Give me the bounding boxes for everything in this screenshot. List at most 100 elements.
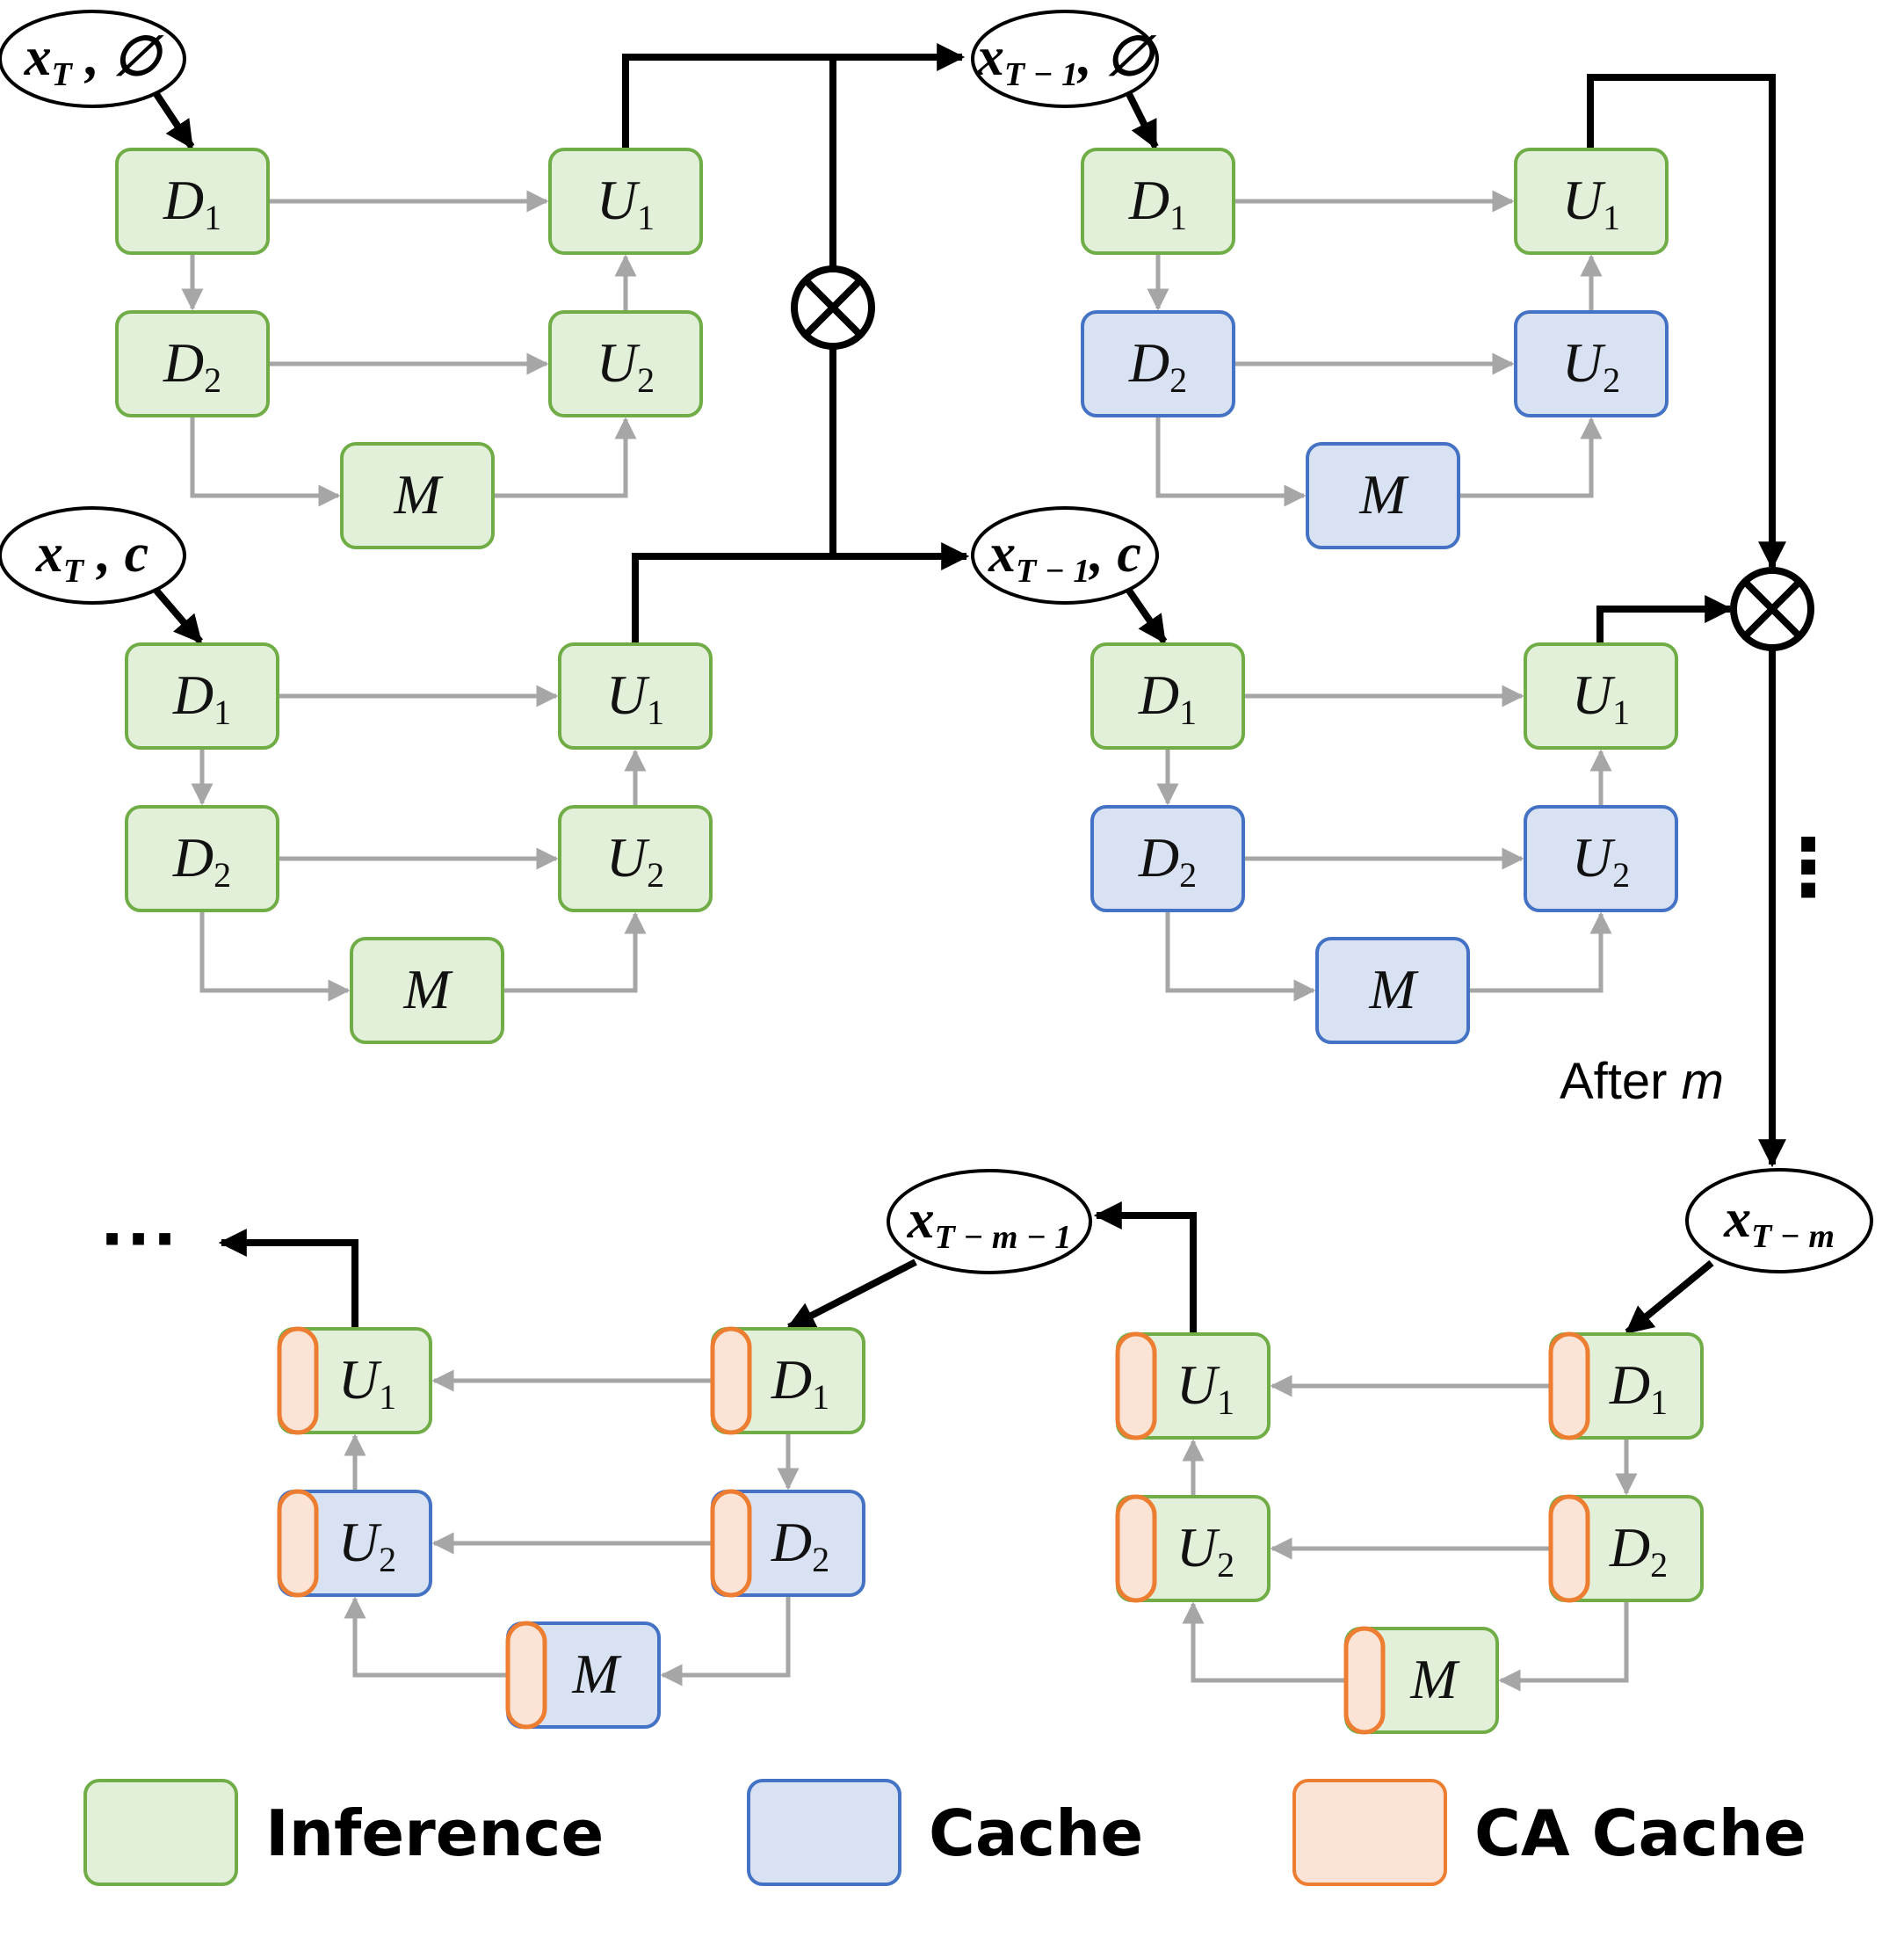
unit1-M-label: M bbox=[402, 958, 453, 1020]
unit0-D2: D2 bbox=[115, 310, 270, 417]
state-1-label: xT , c bbox=[35, 524, 148, 590]
unit0-U1-box bbox=[548, 148, 703, 255]
unit0-U2: U2 bbox=[548, 310, 703, 417]
unit2-D1-label: D1 bbox=[1128, 169, 1187, 237]
state-0-ellipse bbox=[0, 10, 186, 108]
flow-xT1-c-to-D1 bbox=[1126, 588, 1168, 644]
unit4-U1-label: U1 bbox=[1176, 1353, 1234, 1422]
unit0-M-box bbox=[340, 442, 495, 549]
multiply-icon-1 bbox=[791, 265, 875, 350]
unit3-U2: U2 bbox=[1524, 805, 1678, 912]
states-layer: xT , ∅ xT , c xT − 1, ∅ xT − 1, c xT − m xT −… bbox=[0, 10, 1873, 1274]
unit1-U1-label: U1 bbox=[606, 664, 664, 732]
unit3-M-label: M bbox=[1368, 958, 1419, 1020]
unit4-D1-ca-cache bbox=[1548, 1331, 1590, 1440]
flow-U1-cond-to-xT1-c bbox=[632, 542, 970, 644]
unit2-D2-box bbox=[1081, 310, 1235, 417]
unit1-from-mid bbox=[503, 911, 647, 993]
unit0-to-mid bbox=[190, 416, 341, 507]
unit4-U2: U2 bbox=[1115, 1494, 1271, 1603]
unit3-D1-label: D1 bbox=[1138, 664, 1197, 732]
unit1-U1: U1 bbox=[558, 642, 713, 750]
unit5-M-label: M bbox=[571, 1643, 622, 1705]
unit5-D1: D1 bbox=[710, 1326, 865, 1435]
state-5-label: xT − m − 1 bbox=[907, 1190, 1072, 1256]
unit3-D2-box bbox=[1090, 805, 1245, 912]
unit5-U2-label: U2 bbox=[338, 1511, 396, 1579]
unit5-D1-label: D1 bbox=[771, 1348, 829, 1417]
flow-U1-uncond-to-op2 bbox=[1587, 74, 1786, 570]
unit2-D2-label: D2 bbox=[1128, 331, 1187, 400]
unit5-U1-label: U1 bbox=[338, 1348, 396, 1417]
unit5-U2: U2 bbox=[277, 1489, 432, 1598]
after-m-label: After m bbox=[1560, 1053, 1724, 1110]
unit3-D1-box bbox=[1090, 642, 1245, 750]
unit2-from-mid bbox=[1459, 417, 1603, 498]
unit5-D2: D2 bbox=[710, 1489, 865, 1598]
state-5: xT − m − 1 bbox=[887, 1169, 1092, 1274]
unit2-to-mid bbox=[1155, 416, 1307, 507]
unit1-U2-box bbox=[558, 805, 713, 912]
legend-item-cache: Cache bbox=[747, 1779, 1143, 1886]
legend-swatch-ca bbox=[1292, 1779, 1447, 1886]
unit5-D2-label: D2 bbox=[771, 1511, 829, 1579]
unit1-D1: D1 bbox=[125, 642, 279, 750]
unit0-U2-box bbox=[548, 310, 703, 417]
unit4-U2-label: U2 bbox=[1176, 1516, 1234, 1585]
unit0-U2-label: U2 bbox=[597, 331, 655, 400]
state-2-ellipse bbox=[971, 10, 1159, 108]
unit3-D2-label: D2 bbox=[1138, 826, 1197, 895]
legend-label-ca: CA Cache bbox=[1474, 1796, 1806, 1870]
unit3-U1-box bbox=[1524, 642, 1678, 750]
unit2-M: M bbox=[1306, 442, 1460, 549]
unit4-to-mid bbox=[1498, 1600, 1629, 1692]
unit3-U1: U1 bbox=[1524, 642, 1678, 750]
unit4-M-ca-cache bbox=[1343, 1626, 1386, 1735]
state-3-ellipse bbox=[971, 506, 1159, 605]
unit5-U2-ca-cache bbox=[277, 1489, 319, 1598]
legend-item-ca: CA Cache bbox=[1292, 1779, 1806, 1886]
unit4-U1: U1 bbox=[1115, 1331, 1271, 1440]
state-4: xT − m bbox=[1685, 1168, 1873, 1273]
unit5-D1-ca-cache bbox=[710, 1326, 752, 1435]
state-4-ellipse bbox=[1685, 1168, 1873, 1273]
unit4-D2: D2 bbox=[1548, 1494, 1704, 1603]
unit1-U2: U2 bbox=[558, 805, 713, 912]
unit3-D1: D1 bbox=[1090, 642, 1245, 750]
unit1-D2-box bbox=[125, 805, 279, 912]
unit0-D2-box bbox=[115, 310, 270, 417]
unit2-D1-box bbox=[1081, 148, 1235, 255]
unit5-D2-ca-cache bbox=[710, 1489, 752, 1598]
unit4-U2-ca-cache bbox=[1115, 1494, 1157, 1603]
state-2: xT − 1, ∅ bbox=[971, 10, 1159, 108]
unit4-from-mid bbox=[1182, 1601, 1346, 1683]
unit0-D1: D1 bbox=[115, 148, 270, 255]
unit3-U2-box bbox=[1524, 805, 1678, 912]
connectors-layer bbox=[153, 43, 1786, 1692]
unit4-M: M bbox=[1343, 1626, 1499, 1735]
unit3-to-mid bbox=[1165, 910, 1316, 1002]
flow-xT-m-1-to-D1 bbox=[786, 1259, 917, 1331]
unit4-D2-label: D2 bbox=[1609, 1516, 1668, 1585]
flow-xT1-null-to-D1 bbox=[1126, 92, 1159, 149]
unit5-M: M bbox=[505, 1621, 661, 1730]
unit4-U1-ca-cache bbox=[1115, 1331, 1157, 1440]
state-0-label: xT , ∅ bbox=[24, 27, 165, 93]
unit2-U1-box bbox=[1514, 148, 1669, 255]
flow-xT-c-to-D1 bbox=[153, 588, 204, 644]
state-3-label: xT − 1, c bbox=[988, 524, 1141, 590]
unit0-M: M bbox=[340, 442, 495, 549]
unit3-from-mid bbox=[1468, 911, 1612, 993]
unit3-U1-label: U1 bbox=[1572, 664, 1630, 732]
legend-swatch-inference bbox=[83, 1779, 238, 1886]
unit2-U1: U1 bbox=[1514, 148, 1669, 255]
legend-swatch-cache bbox=[747, 1779, 901, 1886]
unit5-U1: U1 bbox=[277, 1326, 432, 1435]
unit0-D2-label: D2 bbox=[163, 331, 221, 400]
unit4-D1-label: D1 bbox=[1609, 1353, 1668, 1422]
flow-xT-m-to-D1 bbox=[1625, 1259, 1714, 1336]
unit0-U1: U1 bbox=[548, 148, 703, 255]
unit1-M: M bbox=[350, 937, 504, 1044]
state-0: xT , ∅ bbox=[0, 10, 186, 108]
